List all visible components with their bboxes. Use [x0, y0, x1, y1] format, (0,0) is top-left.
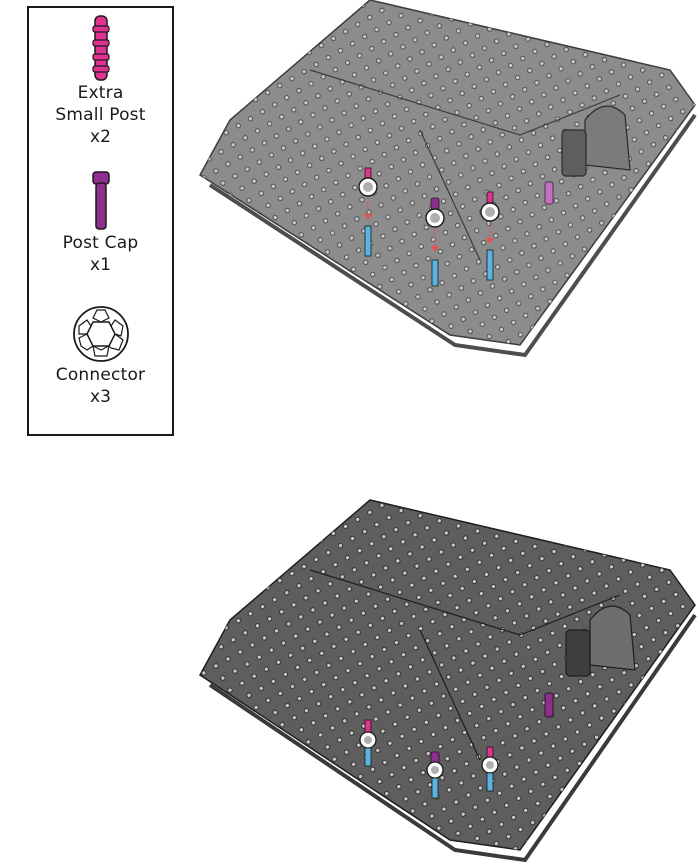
connector-icon	[72, 306, 129, 362]
insertion-group-1	[358, 167, 378, 257]
part-qty: x1	[90, 255, 111, 275]
post-cap-on-plate	[544, 181, 554, 205]
extra-small-post-icon	[91, 15, 110, 81]
wall-mount	[561, 105, 631, 177]
assembly-step-before	[199, 0, 697, 358]
insertion-group-2	[425, 197, 445, 287]
wall-mount	[565, 605, 636, 677]
part-extra-small-post: Extra Small Post x2	[29, 14, 172, 148]
assembly-step-after	[199, 499, 697, 863]
base-plate	[199, 0, 697, 358]
part-name: Post Cap	[62, 233, 139, 253]
part-post-cap: Post Cap x1	[29, 170, 172, 276]
part-name: Connector	[55, 365, 146, 385]
part-name-line1: Extra	[77, 83, 124, 103]
post-cap-icon	[91, 171, 110, 230]
part-connector: Connector x3	[29, 304, 172, 408]
inserted-group-1	[359, 719, 377, 767]
part-name-line2: Small Post	[55, 105, 146, 125]
part-qty: x3	[90, 387, 111, 407]
inserted-group-3	[481, 746, 499, 792]
insertion-group-3	[480, 191, 500, 281]
inserted-group-2	[426, 751, 444, 799]
parts-legend: Extra Small Post x2 Post Cap x1 Connecto…	[27, 6, 174, 436]
base-plate	[199, 499, 697, 863]
part-qty: x2	[90, 127, 111, 147]
post-cap-on-plate	[544, 692, 554, 718]
